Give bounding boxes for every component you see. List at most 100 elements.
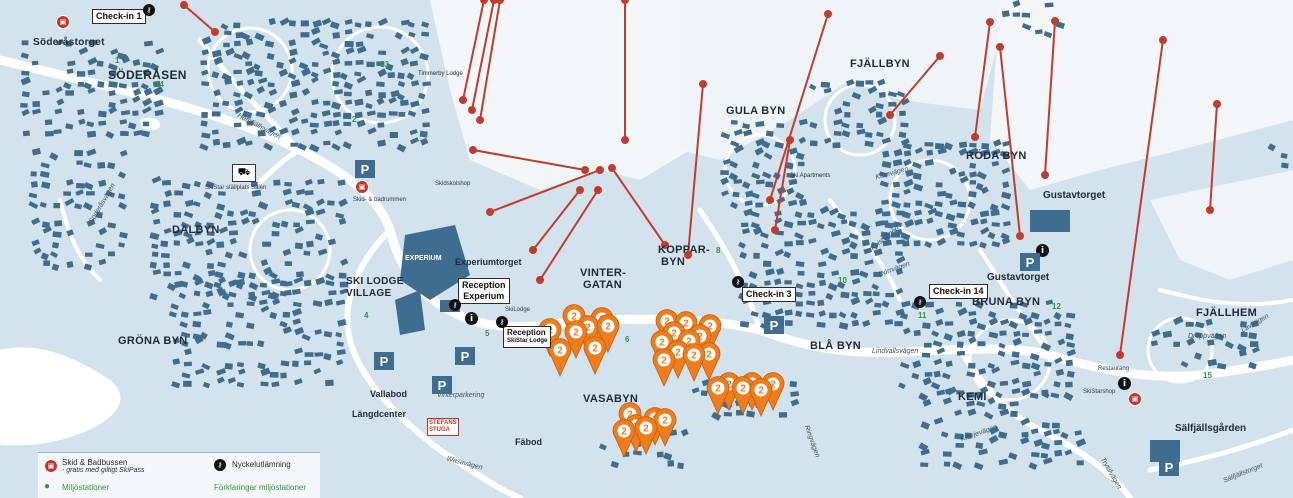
building [356, 119, 366, 128]
building [334, 129, 343, 136]
building [86, 130, 97, 138]
building [43, 260, 51, 267]
building [292, 301, 302, 308]
building [238, 340, 247, 346]
building [213, 56, 224, 66]
lift-line [539, 189, 599, 281]
building [367, 127, 377, 135]
building [45, 130, 54, 137]
building [754, 147, 764, 156]
reception-experium-label[interactable]: Reception Experium [458, 278, 510, 304]
building [894, 321, 903, 327]
lift-station [581, 166, 589, 174]
building [200, 60, 208, 65]
building [282, 188, 292, 196]
listing-marker-count: 2 [621, 427, 627, 438]
building [1040, 342, 1052, 352]
building [206, 222, 214, 229]
listing-marker[interactable]: 2 [583, 336, 607, 375]
listing-marker[interactable]: 2 [653, 408, 677, 447]
lift-station [1206, 206, 1214, 214]
road-lindvallsvagen: Lindvallsvägen [872, 348, 919, 355]
building [1044, 330, 1052, 336]
building [958, 147, 968, 156]
building [988, 311, 997, 319]
building [941, 372, 951, 380]
building [739, 321, 750, 328]
building [1224, 340, 1234, 349]
info-icon[interactable]: i [1118, 377, 1131, 390]
listing-marker[interactable]: 2 [682, 343, 706, 382]
checkin-1-label[interactable]: Check-in 1 [92, 9, 146, 24]
listing-marker[interactable]: 2 [706, 376, 730, 415]
building [949, 227, 959, 236]
building [345, 99, 353, 105]
reception-skistar-label[interactable]: Reception SkiStar Lodge [503, 326, 552, 348]
building [53, 129, 62, 135]
building [195, 241, 204, 247]
building [933, 358, 943, 366]
building [873, 271, 882, 277]
building [1020, 436, 1030, 445]
building [1021, 23, 1032, 31]
reception-experium-line1: Reception [462, 280, 506, 290]
building [721, 190, 729, 197]
area-ski-apartments: Ski Apartments [790, 173, 831, 179]
building [729, 160, 739, 169]
lift-station [996, 43, 1004, 51]
info-icon[interactable]: i [465, 312, 478, 325]
building [765, 268, 775, 276]
building [65, 90, 74, 96]
building [994, 391, 1003, 399]
building [759, 231, 769, 239]
building [913, 329, 921, 337]
area-langdcenter: Längdcenter [352, 409, 407, 419]
building [216, 368, 227, 376]
area-vallabod: Vallabod [370, 389, 408, 399]
building [903, 202, 911, 208]
building [949, 199, 958, 206]
building [229, 237, 238, 245]
lift-line [472, 149, 586, 171]
building [741, 181, 751, 190]
building [864, 140, 874, 148]
listing-marker[interactable]: 2 [548, 338, 572, 377]
building [216, 341, 226, 348]
listing-marker[interactable]: 2 [749, 378, 773, 417]
building [143, 87, 153, 97]
building [161, 179, 172, 186]
building [66, 68, 74, 74]
building [260, 305, 270, 313]
listing-marker[interactable]: 2 [612, 419, 636, 458]
checkin-3-label[interactable]: Check-in 3 [742, 287, 796, 302]
building [300, 32, 310, 38]
building [936, 347, 946, 355]
building [83, 182, 94, 191]
building [875, 111, 883, 118]
listing-marker[interactable]: 2 [564, 320, 588, 359]
building [105, 190, 116, 198]
building [825, 292, 834, 301]
building [355, 41, 364, 48]
building [199, 331, 208, 340]
building [881, 233, 891, 242]
checkin-14-label[interactable]: Check-in 14 [929, 284, 988, 299]
building [278, 99, 288, 108]
building [251, 217, 260, 225]
building [1065, 333, 1074, 341]
building [1240, 321, 1247, 328]
building [998, 458, 1009, 466]
parking-icon: P [374, 352, 394, 370]
area-roda-byn: RÖDA BYN [966, 150, 1027, 162]
building [228, 230, 239, 236]
building [225, 321, 233, 328]
building [990, 148, 1001, 156]
building [610, 460, 620, 469]
bus-icon: ▣ [56, 15, 70, 29]
building [750, 211, 760, 218]
listing-marker[interactable]: 2 [652, 348, 676, 387]
building [776, 123, 785, 129]
listing-marker[interactable]: 2 [596, 314, 620, 353]
